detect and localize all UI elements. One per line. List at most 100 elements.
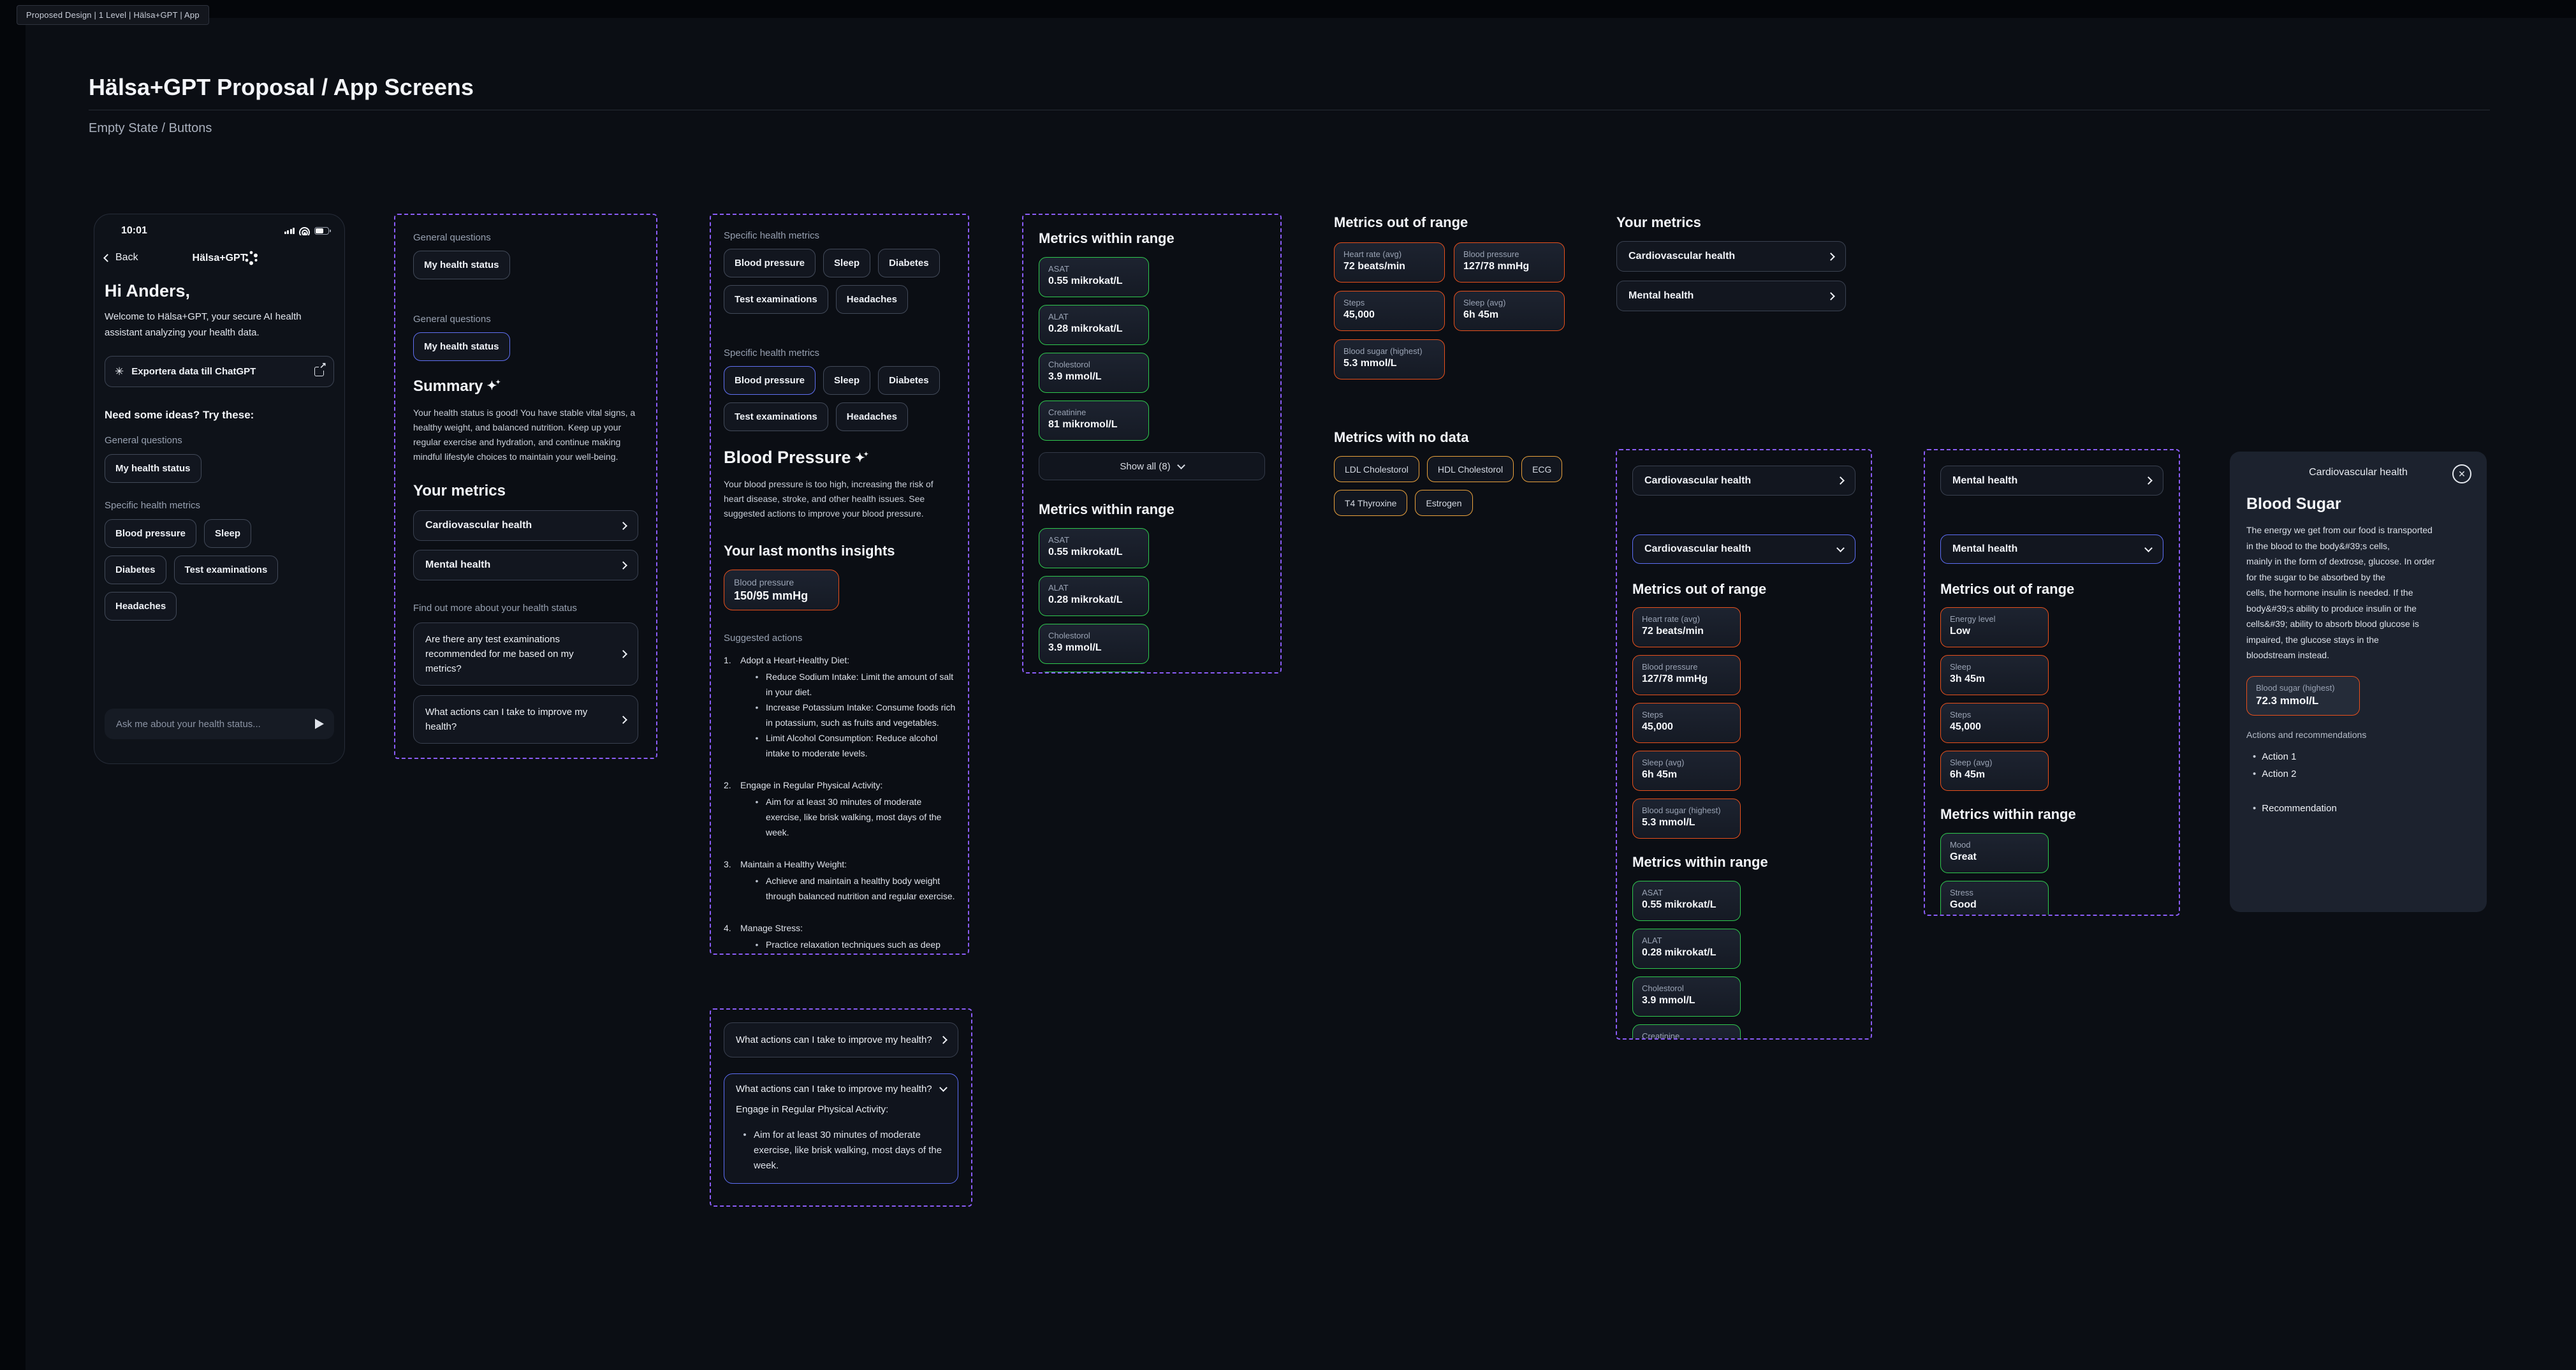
suggested-actions-list: 1. Adopt a Heart-Healthy Diet: •Reduce S… bbox=[724, 652, 955, 954]
list-bullet: •Reduce Sodium Intake: Limit the amount … bbox=[755, 672, 954, 697]
item-title: Manage Stress: bbox=[740, 923, 803, 933]
chip-sleep[interactable]: Sleep bbox=[823, 249, 871, 277]
your-metrics-heading: Your metrics bbox=[413, 482, 506, 499]
question-card-actions[interactable]: What actions can I take to improve my he… bbox=[413, 695, 638, 744]
metric-card: Blood sugar (highest)72.3 mmol/L bbox=[2246, 675, 2360, 716]
row-label: Mental health bbox=[425, 559, 491, 570]
row-mental-collapsed[interactable]: Mental health bbox=[1940, 466, 2163, 496]
chip-headaches[interactable]: Headaches bbox=[105, 592, 177, 621]
breadcrumb[interactable]: Proposed Design | 1 Level | Hälsa+GPT | … bbox=[17, 5, 209, 25]
metric-label: Blood pressure bbox=[734, 577, 794, 587]
chip-sleep[interactable]: Sleep bbox=[823, 366, 871, 395]
chip-blood-pressure[interactable]: Blood pressure bbox=[724, 249, 816, 277]
row-cardiovascular-health[interactable]: Cardiovascular health bbox=[413, 510, 638, 541]
chip-test-examinations[interactable]: Test examinations bbox=[724, 285, 828, 314]
row-mental-expanded[interactable]: Mental health bbox=[1940, 534, 2163, 564]
row-label: Mental health bbox=[1952, 543, 2018, 554]
actions-recommendations-label: Actions and recommendations bbox=[2246, 729, 2367, 740]
general-questions-label: General questions bbox=[413, 314, 491, 325]
row-label: Cardiovascular health bbox=[1644, 543, 1752, 554]
section-heading: Metrics out of range bbox=[1632, 581, 1767, 597]
specific-metrics-label: Specific health metrics bbox=[724, 348, 820, 358]
show-all-button[interactable]: Show all (8) bbox=[1039, 452, 1265, 480]
chip-diabetes[interactable]: Diabetes bbox=[878, 249, 940, 277]
item-title: Engage in Regular Physical Activity: bbox=[740, 780, 883, 790]
list-bullet: •Practice relaxation techniques such as … bbox=[755, 939, 940, 950]
list-bullet: •Aim for at least 30 minutes of moderate… bbox=[755, 797, 942, 837]
chip-ldl-cholestorol[interactable]: LDL Cholestorol bbox=[1334, 456, 1419, 482]
panel-cardiovascular-expanded: Cardiovascular health Cardiovascular hea… bbox=[1616, 449, 1872, 1040]
chip-hdl-cholestorol[interactable]: HDL Cholestorol bbox=[1426, 456, 1514, 482]
chevron-right-icon bbox=[2144, 476, 2153, 485]
chevron-right-icon bbox=[1836, 476, 1845, 485]
chip-headaches[interactable]: Headaches bbox=[835, 285, 908, 314]
chip-headaches[interactable]: Headaches bbox=[835, 402, 908, 431]
section-heading: Metrics within range bbox=[1039, 230, 1175, 246]
app-logo-icon bbox=[245, 251, 258, 265]
chevron-right-icon bbox=[619, 715, 627, 724]
chevron-right-icon bbox=[939, 1036, 948, 1044]
status-icons bbox=[284, 226, 331, 235]
chip-ecg[interactable]: ECG bbox=[1521, 456, 1563, 482]
panel-question-expand: What actions can I take to improve my he… bbox=[710, 1008, 972, 1207]
row-mental-health[interactable]: Mental health bbox=[413, 550, 638, 580]
close-icon[interactable]: ✕ bbox=[2452, 464, 2471, 483]
chip-my-health-status-active[interactable]: My health status bbox=[413, 332, 510, 361]
row-label: Mental health bbox=[1952, 475, 2018, 486]
row-cardiovascular-health[interactable]: Cardiovascular health bbox=[1616, 241, 1846, 272]
question-text: What actions can I take to improve my he… bbox=[736, 1084, 932, 1094]
chip-blood-pressure-active[interactable]: Blood pressure bbox=[724, 366, 816, 395]
metric-card: Sleep (avg)6h 45m bbox=[1940, 751, 2049, 791]
row-cardiovascular-collapsed[interactable]: Cardiovascular health bbox=[1632, 466, 1855, 496]
answer-bullet: •Aim for at least 30 minutes of moderate… bbox=[743, 1130, 942, 1171]
chip-diabetes[interactable]: Diabetes bbox=[105, 556, 166, 584]
chip-my-health-status[interactable]: My health status bbox=[413, 251, 510, 279]
back-button[interactable]: Back bbox=[103, 252, 138, 263]
chip-sleep[interactable]: Sleep bbox=[204, 519, 252, 548]
page-subtitle: Empty State / Buttons bbox=[89, 121, 212, 135]
list-item: 2. Engage in Regular Physical Activity: … bbox=[724, 777, 955, 840]
chip-t4-thyroxine[interactable]: T4 Thyroxine bbox=[1334, 490, 1408, 516]
list-bullet: •Limit Alcohol Consumption: Reduce alcoh… bbox=[755, 733, 938, 758]
chevron-right-icon bbox=[1827, 291, 1835, 300]
chat-input[interactable] bbox=[115, 718, 309, 730]
back-label: Back bbox=[115, 252, 138, 263]
question-card-expanded[interactable]: What actions can I take to improve my he… bbox=[724, 1073, 958, 1184]
chevron-down-icon bbox=[1836, 543, 1845, 552]
panel-button-states: General questions My health status Gener… bbox=[394, 214, 657, 759]
question-card-test-examinations[interactable]: Are there any test examinations recommen… bbox=[413, 622, 638, 686]
question-text: What actions can I take to improve my he… bbox=[736, 1035, 932, 1045]
panel-mental-expanded: Mental health Mental health Metrics out … bbox=[1924, 449, 2180, 916]
send-icon[interactable] bbox=[315, 719, 324, 729]
chip-blood-pressure[interactable]: Blood pressure bbox=[105, 519, 197, 548]
chip-test-examinations[interactable]: Test examinations bbox=[173, 556, 279, 584]
chip-estrogen[interactable]: Estrogen bbox=[1415, 490, 1473, 516]
specific-metrics-label: Specific health metrics bbox=[724, 230, 820, 241]
item-number: 4. bbox=[724, 923, 731, 933]
phone-mockup: 10:01 Back Hälsa+GPT Hi Anders, Welcome … bbox=[94, 214, 345, 764]
question-card-collapsed[interactable]: What actions can I take to improve my he… bbox=[724, 1022, 958, 1057]
chip-my-health-status[interactable]: My health status bbox=[105, 454, 201, 483]
general-questions-label: General questions bbox=[105, 435, 182, 446]
general-questions-label: General questions bbox=[413, 232, 491, 243]
row-cardiovascular-expanded[interactable]: Cardiovascular health bbox=[1632, 534, 1855, 564]
chip-diabetes[interactable]: Diabetes bbox=[878, 366, 940, 395]
row-mental-health[interactable]: Mental health bbox=[1616, 281, 1846, 311]
chevron-down-icon bbox=[939, 1084, 948, 1092]
status-time: 10:01 bbox=[121, 225, 147, 236]
chat-input-bar[interactable] bbox=[105, 709, 334, 739]
chip-test-examinations[interactable]: Test examinations bbox=[724, 402, 828, 431]
chevron-right-icon bbox=[1827, 252, 1835, 261]
export-chatgpt-button[interactable]: ✳ Exportera data till ChatGPT bbox=[105, 356, 334, 387]
show-all-label: Show all (8) bbox=[1120, 460, 1171, 472]
